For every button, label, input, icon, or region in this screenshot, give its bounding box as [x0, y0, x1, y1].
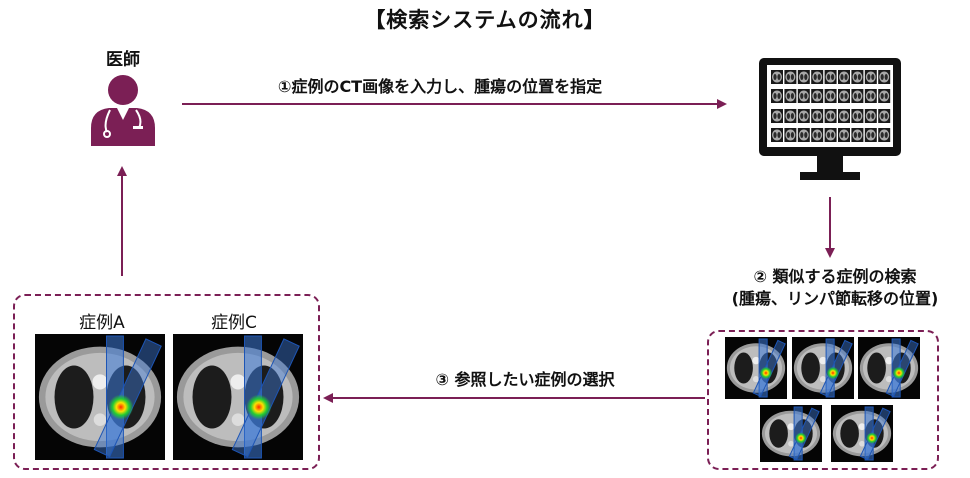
step2-line1: ② 類似する症例の検索 — [753, 267, 917, 286]
monitor-thumbnails — [771, 70, 891, 142]
step2-line2: (腫瘍、リンパ節転移の位置) — [731, 289, 939, 308]
similar-case-ct-1 — [725, 337, 787, 399]
step2-label: ② 類似する症例の検索 (腫瘍、リンパ節転移の位置) — [700, 266, 970, 310]
case-c-ct-image — [173, 334, 303, 460]
diagram-title: 【検索システムの流れ】 — [364, 8, 606, 32]
similar-case-ct-5 — [831, 405, 893, 462]
doctor-label: 医師 — [106, 50, 140, 70]
case-c-label: 症例C — [211, 313, 257, 333]
doctor-icon — [91, 75, 155, 146]
case-a-ct-image — [35, 334, 165, 460]
selected-cases-box — [13, 294, 320, 470]
monitor-icon — [759, 58, 901, 180]
step1-label: ①症例のCT画像を入力し、腫瘍の位置を指定 — [277, 77, 603, 96]
similar-case-ct-2 — [792, 337, 854, 399]
case-a-label: 症例A — [79, 313, 125, 333]
step3-label: ③ 参照したい症例の選択 — [435, 370, 615, 389]
similar-cases-box — [707, 330, 939, 470]
similar-case-ct-3 — [858, 337, 920, 399]
similar-case-ct-4 — [760, 405, 822, 462]
